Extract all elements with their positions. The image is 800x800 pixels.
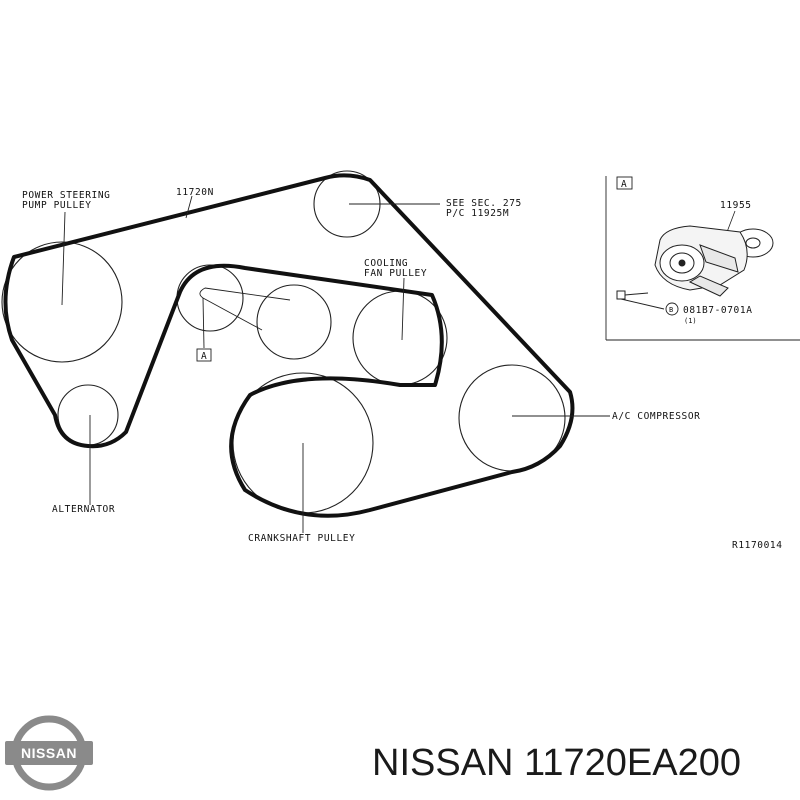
label-bolt-part: 081B7-0701A (683, 305, 753, 316)
leader-ref-a (202, 297, 205, 349)
leader-belt (185, 195, 193, 219)
tensioner-spring-arm (699, 244, 739, 273)
label-crankshaft: CRANKSHAFT PULLEY (248, 533, 355, 544)
leader-power-steering (61, 211, 66, 306)
label-ac-compressor: A/C COMPRESSOR (612, 411, 700, 422)
label-bolt-qty: (1) (684, 317, 697, 325)
tensioner-pulley-hub (745, 237, 761, 249)
detail-inset: A 11955 B 081B7-0701A (1) (605, 176, 800, 341)
idler-pulley-middle (256, 284, 332, 360)
nissan-logo: NISSAN (5, 715, 93, 791)
label-see-sec-1: SEE SEC. 275 (446, 198, 522, 209)
leader-bolt (620, 298, 665, 310)
label-power-steering-1: POWER STEERING (22, 190, 110, 201)
leader-tensioner (726, 210, 736, 233)
label-power-steering-2: PUMP PULLEY (22, 200, 92, 211)
serpentine-belt (3, 173, 575, 518)
part-number-caption: NISSAN 11720EA200 (372, 742, 741, 784)
logo-text: NISSAN (21, 745, 77, 761)
figure-code: R1170014 (732, 540, 783, 551)
bolt-drawing (616, 290, 665, 310)
pulleys (1, 170, 566, 514)
logo-bar (5, 741, 93, 765)
bolt-shank (624, 292, 649, 296)
label-ref-a: A (201, 351, 207, 362)
inset-ref-a: A (621, 179, 627, 190)
power-steering-pulley (1, 241, 123, 363)
tensioner-pivot-center (678, 259, 686, 267)
leader-cooling (401, 277, 405, 341)
inset-ref-a-box (616, 176, 633, 190)
bolt-head (616, 290, 626, 300)
label-belt-part: 11720N (176, 187, 214, 198)
tensioner-pulley (176, 264, 244, 332)
label-alternator: ALTERNATOR (52, 504, 115, 515)
bolt-marker: B (669, 306, 673, 314)
label-cooling-1: COOLING (364, 258, 408, 269)
tensioner-lower-lug (688, 275, 729, 297)
cooling-fan-pulley (352, 290, 448, 386)
tensioner-assembly-drawing (654, 225, 774, 297)
label-cooling-2: FAN PULLEY (364, 268, 427, 279)
leader-lines (61, 195, 610, 533)
bolt-marker-circle (665, 302, 679, 316)
tensioner-arm (199, 287, 291, 331)
label-tensioner-part: 11955 (720, 200, 752, 211)
label-see-sec-2: P/C 11925M (446, 208, 509, 219)
ref-a-box (196, 348, 212, 362)
